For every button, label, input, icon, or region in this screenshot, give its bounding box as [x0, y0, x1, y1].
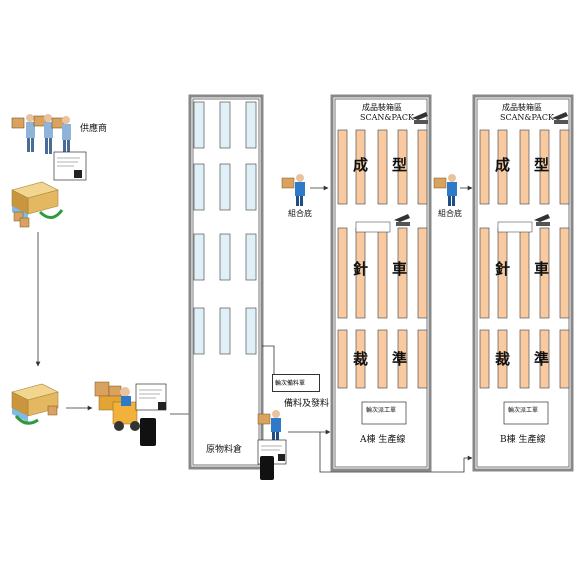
station-strip — [377, 329, 388, 389]
zone-label: 車 — [534, 260, 550, 278]
zone-label: 成 — [495, 156, 511, 174]
work-order-card — [497, 221, 533, 233]
worker-icon — [257, 410, 281, 442]
production-line-b — [472, 94, 574, 472]
delivery-truck-icon — [11, 383, 59, 425]
station-strip — [497, 129, 508, 205]
station-strip — [539, 227, 550, 319]
station-strip — [377, 129, 388, 205]
station-strip — [559, 227, 570, 319]
prep-doc-label: 輪次備料單 — [272, 374, 320, 392]
station-strip — [519, 129, 530, 205]
line-a-assembly-label: 組合底 — [288, 209, 312, 218]
zone-label: 針 — [353, 260, 369, 278]
work-order-document — [361, 401, 407, 425]
zone-label: 成 — [353, 156, 369, 174]
supplier-people-icon — [11, 114, 71, 154]
line-a-header: 成品裝箱區 — [362, 103, 402, 112]
station-strip — [397, 227, 408, 319]
flow-arrow — [319, 432, 473, 473]
forklift-icon — [94, 381, 140, 431]
shelf-rack — [245, 307, 257, 355]
barcode-scanner-icon — [552, 112, 568, 124]
station-strip — [337, 227, 348, 319]
qr-code-icon — [158, 402, 166, 410]
station-strip — [479, 129, 490, 205]
barcode-scanner-icon — [534, 214, 550, 226]
shelf-rack — [193, 307, 205, 355]
station-strip — [559, 329, 570, 389]
station-strip — [397, 329, 408, 389]
line-a-work-order: 輪次派工單 — [366, 407, 397, 414]
barcode-scanner-icon — [412, 112, 428, 124]
station-strip — [539, 129, 550, 205]
line-b-stations — [479, 129, 570, 389]
shelf-rack — [219, 101, 231, 149]
zone-label: 車 — [392, 260, 408, 278]
shelf-rack — [193, 101, 205, 149]
zone-label: 裁 — [495, 350, 511, 368]
shelf-rack — [245, 101, 257, 149]
qr-code-icon — [74, 170, 82, 178]
worker-icon — [433, 174, 457, 206]
station-strip — [337, 329, 348, 389]
zone-label: 準 — [534, 350, 550, 368]
station-strip — [417, 329, 428, 389]
shelf-rack — [245, 233, 257, 281]
zone-label: 針 — [495, 260, 511, 278]
station-strip — [559, 129, 570, 205]
zone-label: 準 — [392, 350, 408, 368]
phone-scanner-icon — [140, 418, 156, 446]
qr-code-icon — [278, 454, 285, 461]
line-a-header-sub: SCAN&PACK — [360, 113, 415, 122]
phone-scanner-icon — [260, 456, 274, 480]
station-strip — [479, 329, 490, 389]
line-a-footer: A棟 生產線 — [360, 435, 406, 445]
barcode-scanner-icon — [394, 214, 410, 226]
delivery-truck-icon — [11, 181, 64, 228]
shelf-rack — [219, 233, 231, 281]
station-strip — [355, 329, 366, 389]
line-b-header: 成品裝箱區 — [502, 103, 542, 112]
prep-doc-text: 輪次備料單 — [275, 380, 306, 387]
zone-label: 裁 — [353, 350, 369, 368]
station-strip — [519, 227, 530, 319]
line-b-header-sub: SCAN&PACK — [500, 113, 555, 122]
work-order-document — [503, 401, 549, 425]
shelf-rack — [193, 163, 205, 211]
supplier-label: 供應商 — [80, 124, 108, 134]
line-a-stations — [337, 129, 428, 389]
station-strip — [479, 227, 490, 319]
shelf-rack — [245, 163, 257, 211]
receipt-document — [135, 383, 167, 411]
work-order-card — [355, 221, 391, 233]
shelf-rack — [219, 307, 231, 355]
worker-icon — [281, 174, 305, 206]
warehouse-building — [188, 94, 264, 470]
station-strip — [355, 129, 366, 205]
line-b-assembly-label: 組合底 — [438, 209, 462, 218]
storage-shelves — [193, 101, 257, 355]
station-strip — [497, 329, 508, 389]
station-strip — [397, 129, 408, 205]
zone-label: 型 — [392, 156, 408, 174]
warehouse-label: 原物料倉 — [206, 445, 243, 455]
station-strip — [377, 227, 388, 319]
supplier-document — [53, 151, 87, 181]
station-strip — [539, 329, 550, 389]
station-strip — [417, 129, 428, 205]
station-strip — [519, 329, 530, 389]
shelf-rack — [193, 233, 205, 281]
line-b-work-order: 輪次派工單 — [508, 407, 539, 414]
zone-label: 型 — [534, 156, 550, 174]
station-strip — [337, 129, 348, 205]
prep-label: 備料及發料 — [284, 399, 330, 409]
line-b-footer: B棟 生產線 — [500, 435, 546, 445]
station-strip — [417, 227, 428, 319]
shelf-rack — [219, 163, 231, 211]
